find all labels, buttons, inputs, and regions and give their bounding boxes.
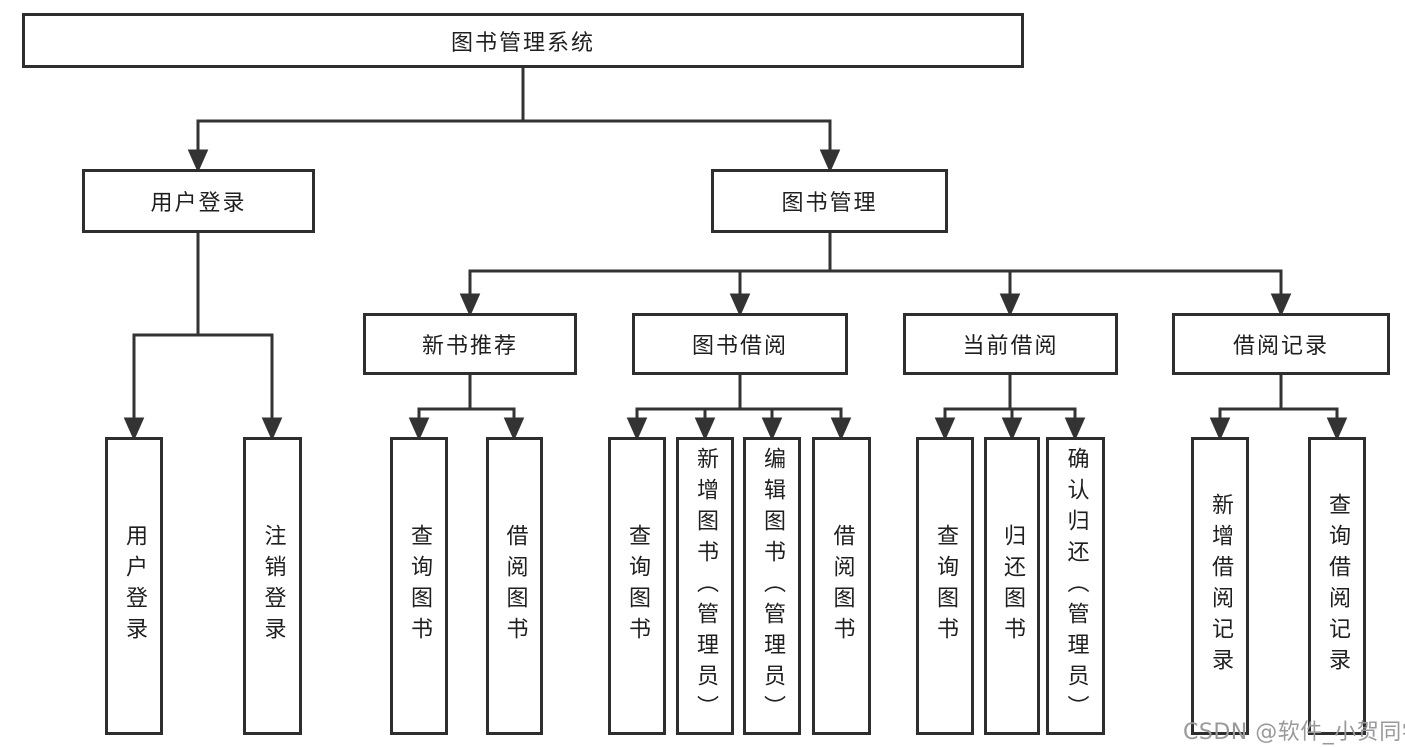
leaf-borrow-books: 借阅图书	[812, 437, 871, 735]
leaf-user-login: 用户登录	[105, 437, 163, 735]
leaf-return-books: 归还图书	[984, 437, 1040, 735]
node-current-borrowing: 当前借阅	[903, 313, 1118, 375]
node-new-book-recommendation: 新书推荐	[363, 313, 577, 375]
node-book-management: 图书管理	[711, 169, 948, 233]
leaf-add-books-admin: 新增图书（管理员）	[676, 437, 734, 735]
node-user-login: 用户登录	[82, 169, 315, 233]
node-library-management-system: 图书管理系统	[22, 13, 1024, 68]
node-book-borrowing: 图书借阅	[632, 313, 848, 375]
leaf-add-borrow-record: 新增借阅记录	[1191, 437, 1249, 735]
leaf-edit-books-admin: 编辑图书（管理员）	[743, 437, 801, 735]
csdn-watermark: CSDN @软件_小贺同学	[1183, 720, 1405, 745]
leaf-confirm-return-admin: 确认归还（管理员）	[1046, 437, 1105, 735]
leaf-query-books-recommend: 查询图书	[390, 437, 448, 735]
leaf-query-books-borrow: 查询图书	[608, 437, 666, 735]
node-borrowing-records: 借阅记录	[1172, 313, 1390, 375]
leaf-logout: 注销登录	[243, 437, 302, 735]
leaf-borrow-books-recommend: 借阅图书	[486, 437, 543, 735]
leaf-query-borrow-record: 查询借阅记录	[1308, 437, 1366, 735]
leaf-query-books-current: 查询图书	[916, 437, 974, 735]
